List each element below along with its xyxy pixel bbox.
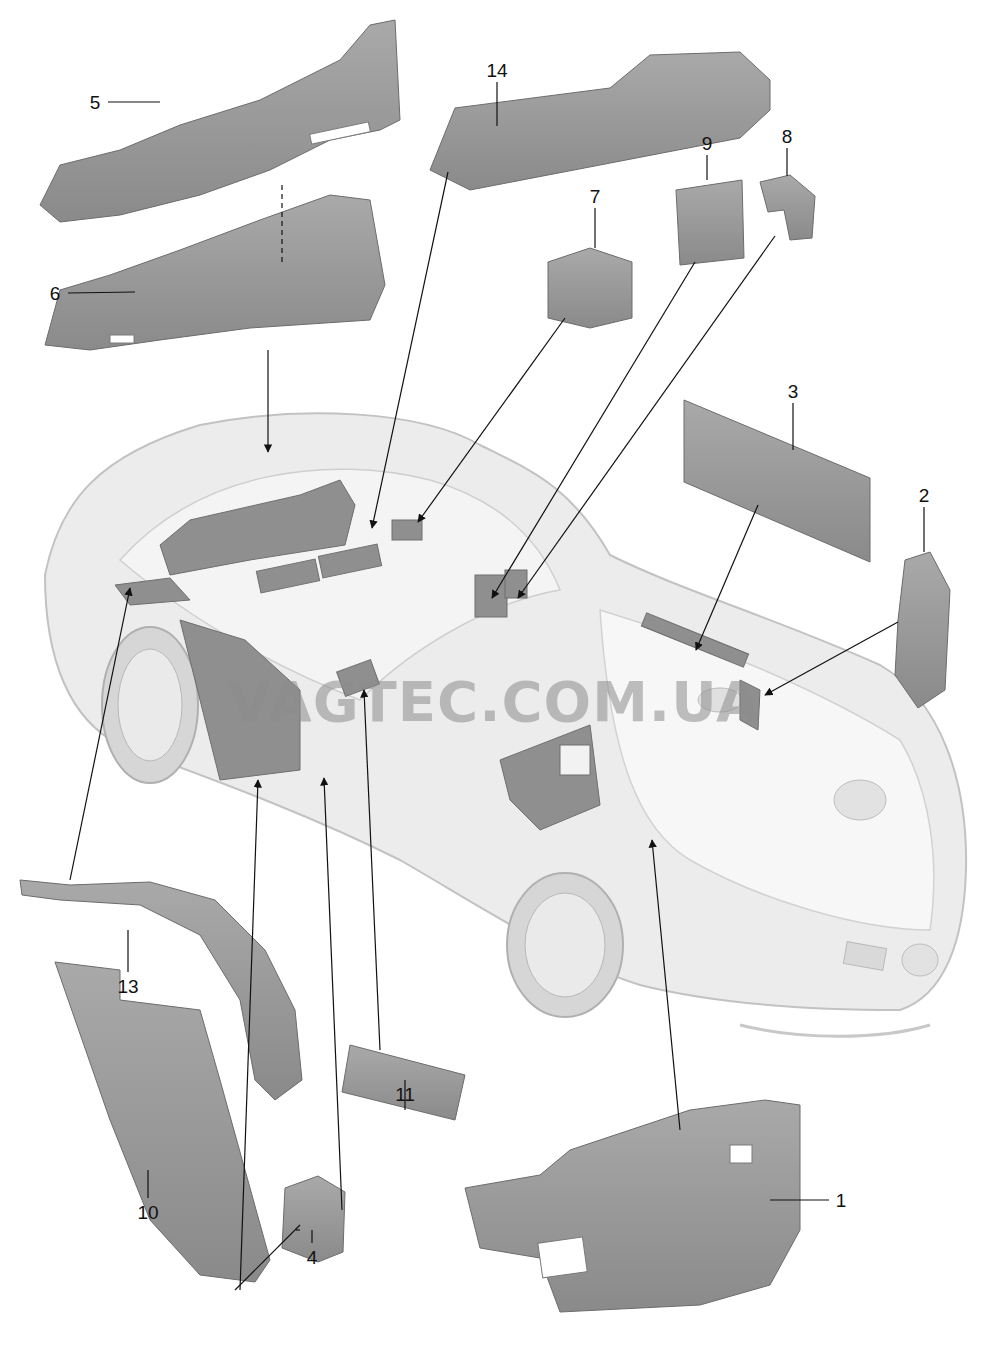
callout-number: 10 xyxy=(137,1203,158,1222)
watermark: VAGTEC.COM.UA xyxy=(228,674,760,730)
callout-number: 11 xyxy=(395,1085,415,1104)
callout-number: 14 xyxy=(486,61,507,80)
callout-number: 8 xyxy=(782,127,793,146)
callout-number: 1 xyxy=(836,1191,847,1210)
callout-number: 9 xyxy=(702,134,713,153)
callout-number: 13 xyxy=(117,977,138,996)
bracket-lines xyxy=(235,1225,300,1290)
callout-number: 7 xyxy=(590,187,601,206)
callout-number: 2 xyxy=(919,486,930,505)
arrows xyxy=(70,172,898,1290)
leader-lines xyxy=(68,82,924,1243)
callout-number: 3 xyxy=(788,382,799,401)
callout-number: 6 xyxy=(50,284,61,303)
callout-number: 4 xyxy=(307,1248,318,1267)
exploded-parts xyxy=(20,20,950,1312)
dash-line xyxy=(281,185,282,265)
installed-parts xyxy=(115,480,760,830)
callout-number: 5 xyxy=(90,93,101,112)
